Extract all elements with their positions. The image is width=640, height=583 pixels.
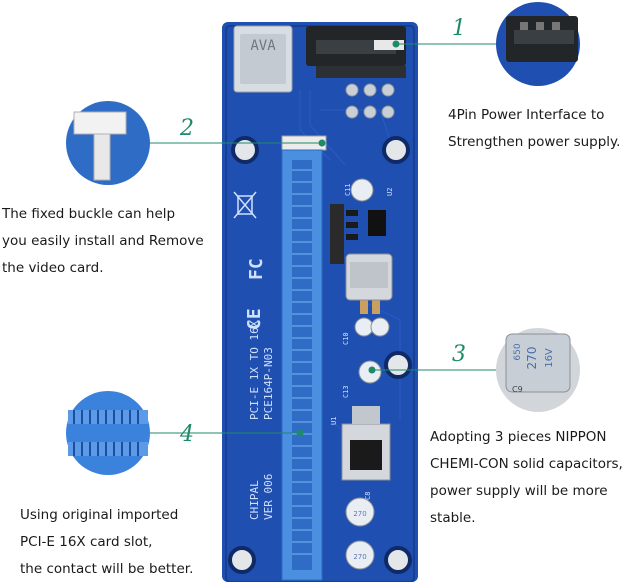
callout-number-4: 4 bbox=[180, 422, 194, 447]
model-line-2: PCE164P-N03 bbox=[262, 347, 275, 420]
callout-2-line-2: you easily install and Remove bbox=[2, 233, 204, 249]
zoom-buckle bbox=[66, 101, 150, 185]
zoom-cap-value: 270 bbox=[525, 347, 539, 370]
model-line-1: PCI-E 1X TO 16X bbox=[248, 320, 261, 420]
callout-description-1: 4Pin Power Interface to Strengthen power… bbox=[448, 102, 620, 156]
brand-label: CHIPAL bbox=[248, 480, 261, 520]
leader-lines bbox=[150, 40, 502, 437]
callout-description-3: Adopting 3 pieces NIPPON CHEMI-CON solid… bbox=[430, 424, 623, 532]
label-c10: C10 bbox=[342, 332, 350, 345]
callout-4-line-2: PCI-E 16X card slot, bbox=[20, 534, 153, 550]
zoom-pcie-slot bbox=[66, 391, 150, 475]
callout-number-3: 3 bbox=[452, 342, 466, 367]
callout-2-line-3: the video card. bbox=[2, 260, 104, 276]
callout-3-line-2: CHEMI-CON solid capacitors, bbox=[430, 456, 623, 472]
callout-1-line-1: 4Pin Power Interface to bbox=[448, 107, 605, 123]
zoom-power-connector bbox=[496, 2, 580, 86]
callout-3-line-3: power supply will be more bbox=[430, 483, 608, 499]
callout-3-line-4: stable. bbox=[430, 510, 476, 526]
solder-pads bbox=[345, 83, 395, 119]
callout-description-2: The fixed buckle can help you easily ins… bbox=[2, 201, 204, 282]
zoom-capacitor: 270 16V 650 C9 bbox=[496, 328, 580, 412]
callout-description-4: Using original imported PCI-E 16X card s… bbox=[20, 502, 193, 583]
label-u1: U1 bbox=[330, 417, 338, 425]
silkscreen: PCI-E 1X TO 16X PCE164P-N03 CHIPAL VER 0… bbox=[244, 183, 394, 520]
callout-number-1: 1 bbox=[452, 16, 466, 41]
fc-mark: FC bbox=[246, 258, 267, 280]
zoom-cap-voltage: 16V bbox=[544, 348, 555, 368]
callout-3-line-1: Adopting 3 pieces NIPPON bbox=[430, 429, 607, 445]
label-c13: C13 bbox=[342, 385, 350, 398]
callout-number-2: 2 bbox=[180, 116, 194, 141]
callout-1-line-2: Strengthen power supply. bbox=[448, 134, 621, 150]
version-label: VER 006 bbox=[262, 474, 275, 520]
weee-icon bbox=[233, 191, 257, 219]
label-u2: U2 bbox=[386, 188, 394, 196]
label-c8: C8 bbox=[364, 492, 372, 500]
slot-pins bbox=[292, 169, 312, 555]
zoom-cap-c9: C9 bbox=[512, 385, 523, 394]
callout-4-line-3: the contact will be better. bbox=[20, 561, 194, 577]
callout-2-line-1: The fixed buckle can help bbox=[2, 206, 176, 222]
cap-value-b: 270 bbox=[353, 553, 366, 561]
ce-mark: CE bbox=[244, 308, 265, 330]
board-capacitors: 270 270 bbox=[345, 178, 390, 570]
mounting-holes bbox=[228, 136, 412, 574]
label-c11: C11 bbox=[344, 183, 352, 196]
callout-4-line-1: Using original imported bbox=[20, 507, 179, 523]
smd-components bbox=[330, 204, 386, 314]
zoom-cap-mark: 650 bbox=[513, 343, 523, 360]
svg-text:AVA: AVA bbox=[250, 38, 276, 54]
cap-value-a: 270 bbox=[353, 510, 366, 518]
